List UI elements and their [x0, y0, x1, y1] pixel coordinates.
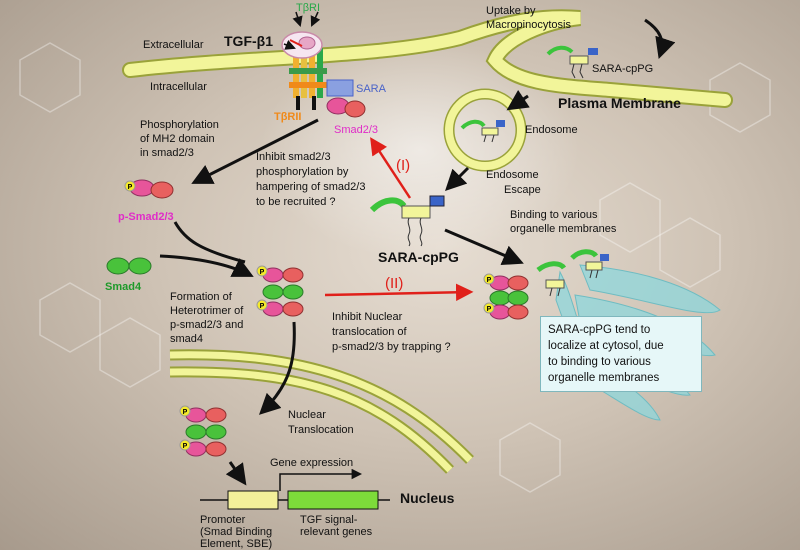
pathway-arrows	[159, 18, 676, 486]
inhibit2-label-3: p-smad2/3 by trapping ?	[332, 341, 451, 353]
sara-cppg-icon	[460, 119, 505, 143]
receptor-complex-icon	[281, 11, 327, 110]
phosphate-icon	[124, 180, 136, 192]
smad-protein-icon	[106, 257, 152, 275]
promoter-box	[227, 490, 279, 510]
inhibit1-label-4: to be recruited ?	[256, 196, 336, 208]
endosome-icon	[443, 88, 527, 172]
tbri-label: TβRI	[296, 2, 320, 14]
tgf-genes-label-2: relevant genes	[300, 526, 373, 538]
dna-icon	[200, 468, 390, 510]
promoter-label-1: Promoter	[200, 514, 246, 526]
smad-protein-icon: P	[124, 179, 174, 199]
smad-protein-icon	[326, 97, 366, 118]
tbrii-label: TβRII	[274, 111, 302, 123]
svg-text:P: P	[128, 184, 133, 191]
smad4-label: Smad4	[105, 281, 142, 293]
binding-label-1: Binding to various	[510, 209, 598, 221]
sara-label: SARA	[356, 83, 387, 95]
callout-line-2: localize at cytosol, due	[548, 340, 664, 352]
callout-line-1: SARA-cpPG tend to	[548, 324, 651, 336]
svg-text:P: P	[487, 306, 492, 313]
svg-text:P: P	[260, 303, 265, 310]
uptake-label-1: Uptake by	[486, 5, 536, 17]
step-ii-label: (II)	[385, 275, 403, 292]
phosphate-icon	[483, 302, 495, 314]
svg-text:P: P	[487, 277, 492, 284]
sara-cppg-top-label: SARA-cpPG	[592, 63, 653, 75]
svg-text:P: P	[183, 443, 188, 450]
promoter-label-2: (Smad Binding	[200, 526, 272, 538]
nuclear-translocation-label-1: Nuclear	[288, 409, 326, 421]
formation-label-4: smad4	[170, 333, 203, 345]
phospho-label-3: in smad2/3	[140, 147, 194, 159]
phosphate-icon	[256, 299, 268, 311]
phospho-label-1: Phosphorylation	[140, 119, 219, 131]
formation-label-2: Heterotrimer of	[170, 305, 244, 317]
sara-cppg-icon	[369, 195, 445, 247]
callout-line-4: organelle membranes	[548, 372, 660, 384]
endosome-escape-label-2: Escape	[504, 184, 541, 196]
formation-label-1: Formation of	[170, 291, 233, 303]
svg-text:P: P	[260, 269, 265, 276]
p-smad23-label: p-Smad2/3	[118, 211, 174, 223]
nuclear-envelope	[169, 349, 474, 474]
callout-box: SARA-cpPG tend to localize at cytosol, d…	[540, 316, 702, 392]
sara-protein-icon	[326, 79, 354, 97]
uptake-label-2: Macropinocytosis	[486, 19, 571, 31]
smad-protein-icon: P P	[179, 405, 227, 457]
intracellular-label: Intracellular	[150, 81, 207, 93]
inhibit2-label-1: Inhibit Nuclear	[332, 311, 403, 323]
plasma-membrane	[122, 9, 733, 108]
plasma-membrane-label: Plasma Membrane	[558, 95, 681, 111]
smad23-label: Smad2/3	[334, 124, 378, 136]
gene-expression-label: Gene expression	[270, 457, 353, 469]
phosphate-icon	[483, 273, 495, 285]
callout-line-3: to binding to various	[548, 356, 651, 368]
diagram-labels: TβRI TGF-β1 Extracellular Intracellular …	[105, 2, 681, 550]
sara-cppg-icon	[536, 249, 609, 297]
binding-label-2: organelle membranes	[510, 223, 617, 235]
extracellular-label: Extracellular	[143, 39, 204, 51]
tgf-genes-label-1: TGF signal-	[300, 514, 358, 526]
phosphate-icon	[179, 405, 191, 417]
nucleus-label: Nucleus	[400, 490, 455, 506]
formation-label-3: p-smad2/3 and	[170, 319, 243, 331]
smad-protein-icon: P P	[483, 273, 529, 320]
phospho-label-2: of MH2 domain	[140, 133, 215, 145]
inhibit1-label-2: phosphorylation by	[256, 166, 349, 178]
tgf-b1-label: TGF-β1	[224, 33, 273, 49]
step-i-label: (I)	[396, 157, 410, 174]
gene-box	[287, 490, 379, 510]
nuclear-translocation-label-2: Translocation	[288, 424, 354, 436]
promoter-label-3: Element, SBE)	[200, 538, 272, 550]
inhibit1-label-1: Inhibit smad2/3	[256, 151, 331, 163]
sara-cppg-icon	[546, 45, 598, 79]
inhibit1-label-3: hampering of smad2/3	[256, 181, 365, 193]
endosome-escape-label-1: Endosome	[486, 169, 539, 181]
endosome-label: Endosome	[525, 124, 578, 136]
sara-cppg-label: SARA-cpPG	[378, 249, 459, 265]
inhibition-arrows	[324, 137, 474, 302]
phosphate-icon	[179, 439, 191, 451]
smad-protein-icon: P P	[256, 265, 304, 317]
svg-text:P: P	[183, 409, 188, 416]
inhibit2-label-2: translocation of	[332, 326, 408, 338]
